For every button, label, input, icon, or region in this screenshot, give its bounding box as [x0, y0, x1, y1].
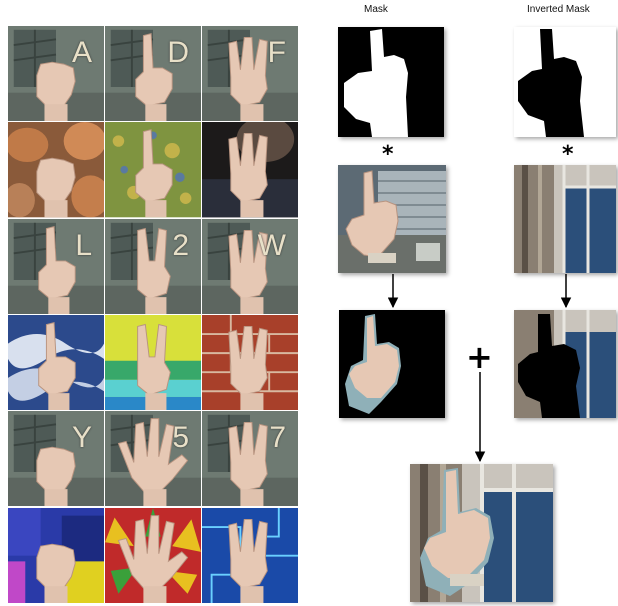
- hand-photo: [338, 165, 446, 273]
- sign-tile: [202, 508, 298, 603]
- sign-tile: 2: [105, 219, 201, 314]
- sign-tile: [105, 122, 201, 217]
- sign-tile: A: [8, 26, 104, 121]
- masked-hand-image: [339, 310, 445, 418]
- sign-tile: L: [8, 219, 104, 314]
- plus-sign: +: [466, 338, 493, 376]
- masked-background-image: [514, 310, 616, 418]
- sign-letter-label: 7: [269, 421, 286, 455]
- mask-title: Mask: [364, 4, 388, 15]
- sign-letter-label: 5: [172, 421, 189, 455]
- background-photo: [514, 165, 616, 273]
- sign-letter-label: F: [268, 36, 286, 70]
- sign-letter-label: 2: [172, 229, 189, 263]
- sign-letter-label: W: [258, 229, 286, 263]
- sign-letter-label: D: [167, 36, 189, 70]
- sign-tile: [105, 508, 201, 603]
- sign-tile: W: [202, 219, 298, 314]
- sign-tile: [8, 315, 104, 410]
- mask-image: [338, 27, 444, 137]
- sign-tile: F: [202, 26, 298, 121]
- sign-tile: 7: [202, 411, 298, 506]
- sign-tile: [105, 315, 201, 410]
- composite-result-image: [410, 464, 553, 602]
- sign-tile: 5: [105, 411, 201, 506]
- sign-examples-grid: A D F L 2 W Y 5 7: [8, 26, 299, 604]
- inverted-mask-title: Inverted Mask: [527, 4, 590, 15]
- sign-tile: [8, 508, 104, 603]
- sign-letter-label: A: [72, 36, 92, 70]
- multiply-sign-left: *: [382, 142, 394, 167]
- sign-letter-label: Y: [72, 421, 92, 455]
- sign-tile: [202, 122, 298, 217]
- sign-letter-label: L: [75, 229, 92, 263]
- sign-tile: [202, 315, 298, 410]
- sign-tile: Y: [8, 411, 104, 506]
- multiply-sign-right: *: [562, 142, 574, 167]
- sign-tile: D: [105, 26, 201, 121]
- sign-tile: [8, 122, 104, 217]
- inverted-mask-image: [514, 27, 616, 137]
